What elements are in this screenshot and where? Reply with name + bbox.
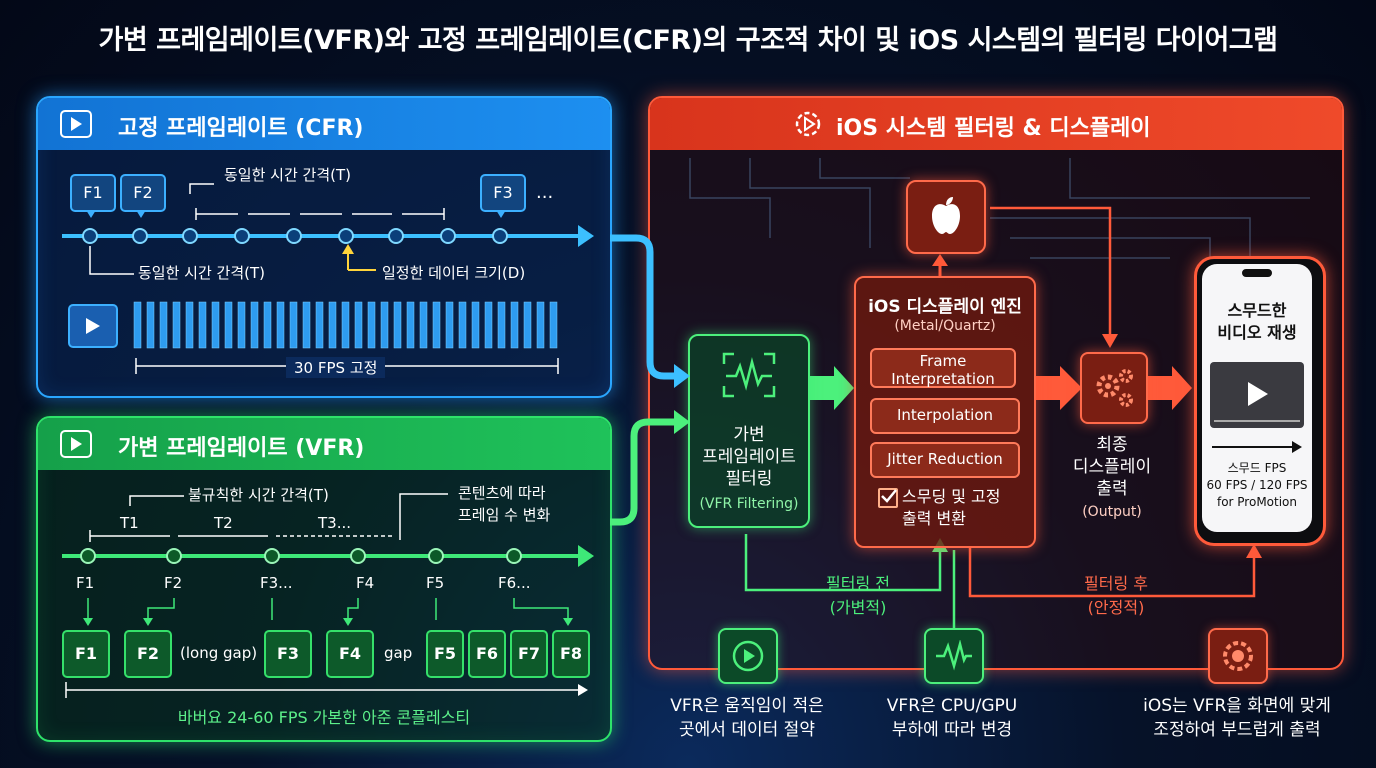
waveform-icon: [722, 352, 776, 398]
vfr-interval: T3...: [318, 514, 352, 532]
vfr-frame-box: F1: [62, 630, 110, 678]
cfr-timeline: [62, 183, 594, 374]
final-output-label: 최종 디스플레이 출력: [1072, 435, 1152, 499]
play-icon: [60, 430, 92, 458]
vfr-header-label: 가변 프레임레이트 (VFR): [118, 436, 365, 461]
vfr-frame-label: F1: [76, 574, 95, 592]
cfr-interval-top: 동일한 시간 간격(T): [224, 166, 352, 184]
vfr-panel: 가변 프레임레이트 (VFR) 불규칙한 시간 간격(T) 콘텐츠에 따라 프레…: [36, 416, 612, 742]
cfr-interval-bottom: 동일한 시간 간격(T): [138, 264, 266, 282]
phone-icon: 스무드한 비디오 재생 스무드 FPS 60 FPS / 120 FPS for…: [1194, 256, 1326, 546]
engine-title: iOS 디스플레이 엔진: [868, 297, 1022, 317]
vfr-interval: T2: [214, 514, 233, 532]
ios-engine-box: iOS 디스플레이 엔진 (Metal/Quartz) Frame Interp…: [854, 276, 1036, 548]
engine-sub: (Metal/Quartz): [894, 318, 996, 334]
engine-step-interpolation: Interpolation: [870, 398, 1020, 434]
bottom-note-3: iOS는 VFR을 화면에 맞게 조정하여 부드럽게 출력: [1143, 696, 1331, 740]
ios-connectors: [689, 158, 1310, 632]
check-icon: [878, 488, 898, 508]
gear-icon: [795, 111, 821, 137]
ios-header-label: iOS 시스템 필터링 & 디스플레이: [836, 116, 1151, 141]
phone-title: 스무드한 비디오 재생: [1217, 301, 1297, 342]
ios-panel: iOS 시스템 필터링 & 디스플레이: [648, 96, 1344, 670]
gear-icon: [1208, 628, 1268, 684]
cfr-header-label: 고정 프레임레이트 (CFR): [118, 116, 364, 141]
engine-step-jitter: Jitter Reduction: [870, 442, 1020, 478]
bottom-note-2: VFR은 CPU/GPU 부하에 따라 변경: [886, 696, 1018, 740]
vfr-filter-sub: (VFR Filtering): [699, 496, 799, 512]
vfr-frame-label: F3...: [260, 574, 293, 592]
cfr-play-icon: [68, 304, 118, 348]
apple-icon: [906, 180, 986, 254]
vfr-irregular: 불규칙한 시간 간격(T): [188, 486, 329, 504]
vfr-filter-box: 가변 프레임레이트 필터링 (VFR Filtering): [688, 334, 810, 528]
ios-header: iOS 시스템 필터링 & 디스플레이: [650, 98, 1342, 150]
vfr-frame-box: F4: [326, 630, 374, 678]
bottom-note-1: VFR은 움직임이 적은 곳에서 데이터 절약: [670, 696, 824, 740]
phone-video: [1210, 362, 1304, 428]
waveform-icon: [924, 628, 984, 684]
before-filtering-label: 필터링 전 (가변적): [826, 574, 890, 617]
vfr-timeline: [62, 493, 594, 698]
final-output-sub: (Output): [1082, 504, 1142, 520]
gears-icon: [1080, 352, 1148, 424]
cfr-fps-label-overlay: 30 FPS 고정: [286, 357, 386, 378]
vfr-frame-label: F2: [164, 574, 183, 592]
vfr-filter-label: 가변 프레임레이트 필터링: [702, 425, 796, 489]
cfr-frame-ellipsis: ...: [536, 182, 554, 203]
vfr-long-gap: (long gap): [180, 644, 258, 662]
page-title: 가변 프레임레이트(VFR)와 고정 프레임레이트(CFR)의 구조적 차이 및…: [98, 25, 1278, 56]
engine-check-label: 스무딩 및 고정 출력 변환: [902, 487, 1001, 528]
cfr-panel: 고정 프레임레이트 (CFR) F1 F2 F3 ... 동일한 시간 간격(T…: [36, 96, 612, 398]
play-icon: [60, 110, 92, 138]
cfr-frame-tag: F3: [480, 174, 526, 212]
vfr-frame-label: F5: [426, 574, 445, 592]
vfr-content-change: 콘텐츠에 따라 프레임 수 변화: [458, 484, 551, 524]
cfr-header: 고정 프레임레이트 (CFR): [38, 98, 610, 150]
vfr-interval: T1: [120, 514, 139, 532]
cfr-data-size: 일정한 데이터 크기(D): [382, 264, 526, 282]
vfr-gap: gap: [384, 644, 413, 662]
after-filtering-label: 필터링 후 (안정적): [1084, 574, 1148, 617]
phone-fps: 스무드 FPS 60 FPS / 120 FPS for ProMotion: [1206, 461, 1308, 509]
engine-step-frame-interpretation: Frame Interpretation: [870, 348, 1016, 388]
vfr-frame-label: F6...: [498, 574, 531, 592]
play-icon: [718, 628, 778, 684]
vfr-frame-label: F4: [356, 574, 375, 592]
phone-screen: 스무드한 비디오 재생 스무드 FPS 60 FPS / 120 FPS for…: [1202, 264, 1312, 532]
vfr-frame-box: F5: [426, 630, 464, 678]
vfr-range-label: 바버요 24-60 FPS 가본한 아준 콘플레스티: [177, 708, 471, 727]
vfr-frame-box: F3: [264, 630, 312, 678]
vfr-frame-box: F8: [552, 630, 590, 678]
vfr-frame-box: F2: [124, 630, 172, 678]
vfr-frame-box: F7: [510, 630, 548, 678]
vfr-header: 가변 프레임레이트 (VFR): [38, 418, 610, 470]
vfr-frame-box: F6: [468, 630, 506, 678]
cfr-frame-tag: F1: [70, 174, 116, 212]
